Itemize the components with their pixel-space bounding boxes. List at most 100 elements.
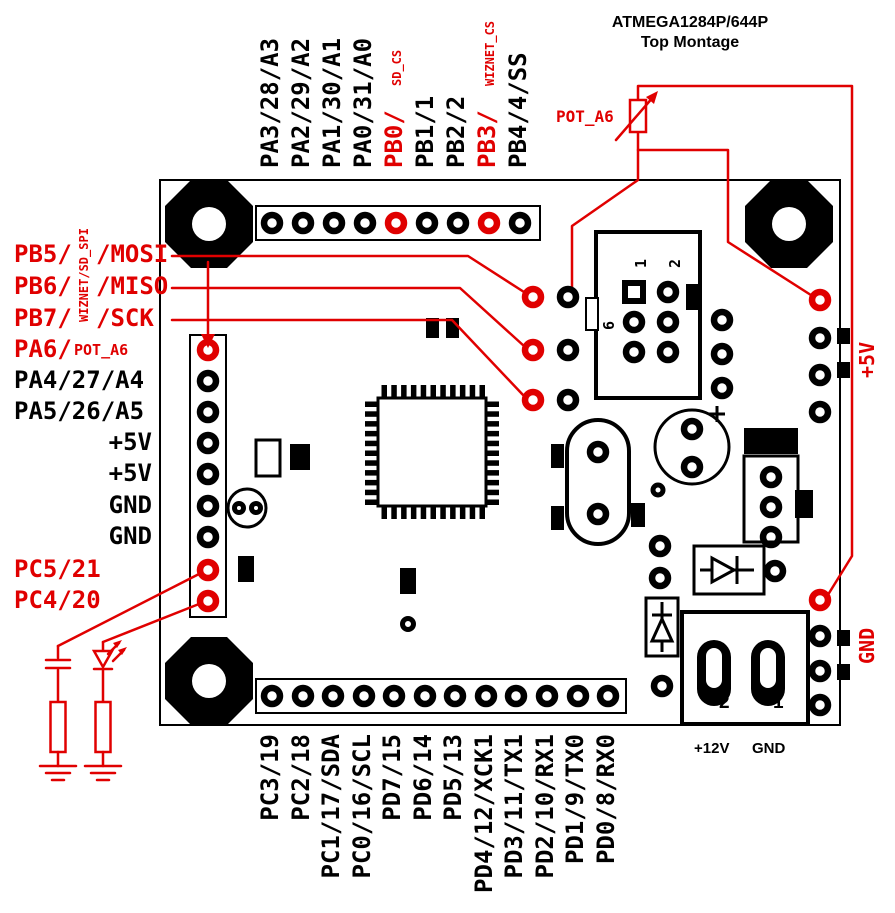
jumper-pad	[556, 338, 580, 362]
top-pin-label: PB4/4/SS	[504, 52, 532, 168]
mcu-pin	[450, 506, 456, 519]
gnd-label: GND	[855, 628, 879, 664]
left-pin-sublabel: POT_A6	[74, 341, 128, 359]
trace-pb6-miso	[170, 286, 526, 348]
mcu-pin	[486, 499, 499, 505]
top-pin-label: PA2/29/A2	[287, 38, 315, 168]
isp-pad	[622, 310, 646, 334]
jack-pin2-number: 2	[719, 692, 730, 713]
round-component	[226, 487, 268, 529]
left-signal-label: PB5/	[14, 240, 72, 268]
mcu-pin	[365, 489, 378, 496]
mcu-pin	[420, 506, 427, 519]
isp-pad	[622, 340, 646, 364]
power-gnd-label: GND	[752, 740, 786, 757]
mcu-pin	[486, 411, 499, 417]
pin-pad	[446, 211, 470, 235]
left-pin-label: GND	[109, 522, 152, 550]
plus5v-pad	[808, 288, 832, 312]
smd-pad	[426, 318, 439, 338]
isp-pin1-pad	[622, 280, 646, 304]
pin-pad	[196, 431, 220, 455]
pad	[808, 363, 832, 387]
mcu-pin	[479, 506, 485, 519]
mcu-pin	[486, 460, 499, 466]
pin-pad	[596, 684, 620, 708]
mcu-pin	[365, 430, 378, 437]
plus5v-label: +5V	[855, 342, 879, 378]
mcu-pin	[365, 421, 378, 427]
jumper-pad	[556, 285, 580, 309]
mcu-pin	[440, 506, 446, 519]
left-pin-label: +5V	[109, 459, 152, 487]
board-title: ATMEGA1284P/644P	[612, 14, 769, 31]
mounting-holes	[165, 180, 833, 725]
mcu-pin	[486, 470, 499, 476]
spi-bus-label: WIZNET/SD_SPI	[77, 228, 92, 322]
regulator-pad	[759, 465, 783, 489]
pad	[808, 326, 832, 350]
mcu-pin	[479, 385, 485, 398]
mcu-pin	[469, 506, 476, 519]
mcu-pin	[486, 479, 499, 486]
pin-pad	[382, 684, 406, 708]
left-pin-label: +5V	[109, 428, 152, 456]
bottom-pin-label: PC1/17/SDA	[317, 733, 345, 878]
top-pin-label: PB0/	[380, 110, 408, 168]
isp-connector	[585, 230, 702, 400]
pin-pad	[384, 211, 408, 235]
mcu-pin	[486, 489, 499, 496]
trace-pot-gnd	[636, 84, 854, 600]
power-jack-pin-slot	[706, 648, 722, 688]
smd-component	[254, 438, 282, 478]
mcu-pin	[365, 460, 378, 466]
pin-pad	[413, 684, 437, 708]
isp-connector-outline	[594, 230, 702, 400]
ground-symbol	[38, 764, 78, 782]
mcu-pin	[365, 401, 378, 407]
cap-pad	[680, 455, 704, 479]
mounting-hole-bore	[772, 207, 806, 241]
top-pin-label: PA0/31/A0	[349, 38, 377, 168]
mcu-pin	[381, 385, 387, 398]
mounting-hole-bore	[192, 664, 226, 698]
isp-pin1-number: 1	[632, 259, 650, 268]
edge-tab	[837, 362, 850, 378]
mcu-pin	[430, 506, 436, 519]
pin-pad	[291, 684, 315, 708]
pin-pad	[196, 369, 220, 393]
bottom-pin-label: PD3/11/TX1	[500, 734, 528, 879]
top-pin-label: PA1/30/A1	[318, 38, 346, 168]
crystal-outline	[565, 418, 631, 546]
pin-pad	[196, 494, 220, 518]
pad-hole	[400, 616, 416, 632]
led-arrowhead	[118, 647, 127, 655]
resistor-symbol	[49, 700, 67, 754]
pad	[648, 566, 672, 590]
bottom-pin-header	[255, 678, 627, 714]
top-pin-sublabel: SD_CS	[390, 50, 405, 86]
pin-pad	[352, 684, 376, 708]
pin-pad	[353, 211, 377, 235]
pin-pad	[196, 589, 220, 613]
isp-pin6-number: 6	[600, 321, 618, 330]
pad	[808, 400, 832, 424]
bottom-pin-label: PD0/8/RX0	[592, 734, 620, 864]
trace-pb5-mosi	[170, 254, 526, 294]
pad	[710, 342, 734, 366]
mcu-chip-body	[376, 396, 488, 508]
trace-pc5	[56, 572, 201, 648]
regulator-pad	[759, 495, 783, 519]
isp-pad	[656, 280, 680, 304]
isp-key-block	[686, 284, 700, 310]
pin-pad	[196, 400, 220, 424]
pin-pad	[415, 211, 439, 235]
bottom-pin-label: PC2/18	[287, 734, 315, 821]
mcu-pin	[486, 421, 499, 427]
pad-hole	[232, 501, 246, 515]
cap-pad	[680, 417, 704, 441]
mcu-pin	[391, 385, 397, 398]
crystal-pad	[586, 502, 610, 526]
pin-pad	[508, 211, 532, 235]
